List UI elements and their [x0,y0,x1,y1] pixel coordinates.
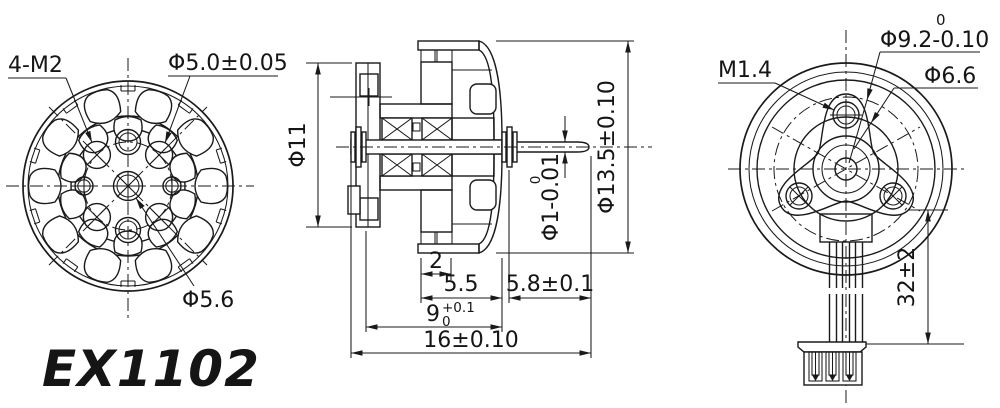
stator-stack-bottom [420,189,453,233]
wire-connector [797,341,867,386]
vertical-holes [114,128,142,244]
dim-shaft-dia: Φ1-0.01 [539,153,564,241]
motor-wires [828,242,864,342]
dim-mount-length-lower-tol: 0 [442,314,451,330]
bearings [381,117,453,177]
label-boss-dia: Φ6.6 [924,64,976,89]
dim-body-length: 5.5 [444,272,479,297]
label-mount-circle-dia: Φ9.2-0.10 [880,28,989,53]
label-bolt-holes: 4-M2 [8,53,63,78]
rear-view-dimensions: M1.4 0 Φ9.2-0.10 Φ6.6 32±2 [718,11,989,345]
section-view [330,40,652,254]
flange-hole-centermark [330,88,392,106]
rear-view [728,30,964,406]
connector-pins [811,351,854,381]
dim-magnet-width: 2 [429,249,443,274]
shaft-hub [112,170,144,202]
label-screw-thread: M1.4 [718,58,772,83]
m2-screw-holes [82,140,174,232]
stator-stack-top [420,61,453,105]
dim-mount-length: 9 [426,302,440,327]
diagonal-centerline [48,106,208,266]
dim-wire-length: 32±2 [895,247,920,307]
section-view-dimensions: Φ11 Φ13.5±0.10 Φ1-0.01 0 2 5.5 5.8±0.1 9… [286,40,634,358]
diagonal-centerline [48,106,208,266]
bell-vent-bottom [469,179,497,211]
label-mount-circle-upper-tol: 0 [936,11,946,29]
m14-screw-holes [785,99,907,210]
bell-wall-bottom [417,243,480,254]
dim-shaft-dia-upper-tol: 0 [528,176,544,185]
wire-exit-block [819,213,873,243]
bell-wall-top [417,40,480,51]
dim-bell-dia: Φ13.5±0.10 [595,80,620,214]
front-view-dimensions: 4-M2 Φ5.0±0.05 Φ5.6 [8,51,288,313]
dim-flange-dia: Φ11 [286,122,311,167]
bell-vent-top [469,83,497,115]
side-holes [72,174,184,198]
dim-mount-length-upper-tol: +0.1 [442,300,475,316]
dim-total-length: 16±0.10 [423,328,518,353]
front-view [6,58,254,318]
label-hub-dia: Φ5.6 [182,288,234,313]
label-hole-dia: Φ5.0±0.05 [168,51,288,76]
model-name: EX1102 [42,340,260,398]
dim-shaft-length: 5.8±0.1 [506,272,594,297]
